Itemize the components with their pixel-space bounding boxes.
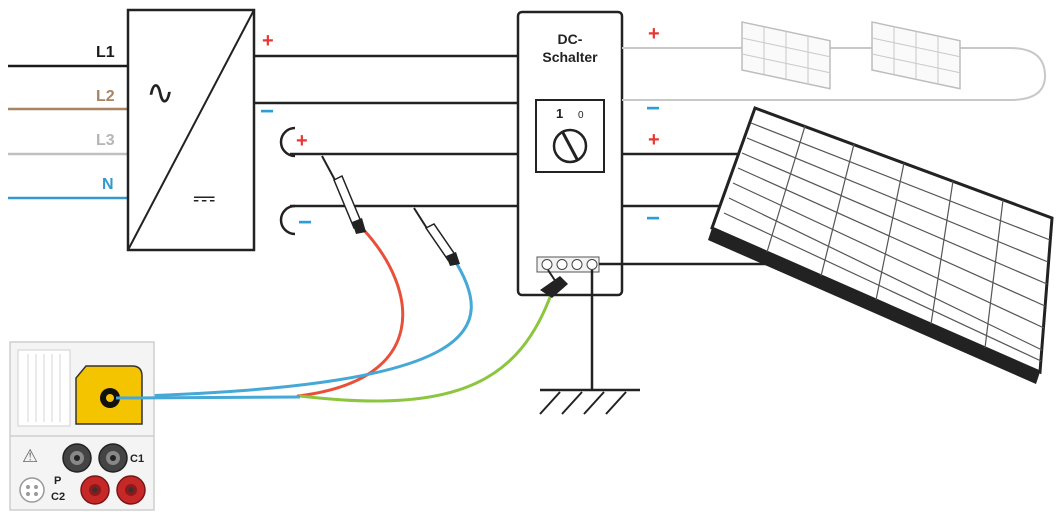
dc-switch-title-1: DC- bbox=[558, 31, 583, 47]
terminal-c1-label: C1 bbox=[130, 453, 144, 465]
terminal-black-1[interactable] bbox=[62, 443, 92, 473]
connector-port-icon bbox=[19, 477, 45, 503]
blue-probe[interactable] bbox=[413, 207, 460, 266]
solar-panel-grid bbox=[723, 122, 1051, 362]
dc-symbol: ⎓ bbox=[193, 181, 215, 214]
test-meter: ⚠ C1 P C2 bbox=[9, 341, 155, 511]
ac-symbol: ∿ bbox=[146, 73, 175, 113]
l3-label: L3 bbox=[96, 132, 115, 149]
inverter-minus: − bbox=[260, 98, 274, 125]
dc-switch: DC- Schalter 1 0 bbox=[516, 10, 624, 297]
l2-label: L2 bbox=[96, 88, 115, 105]
switch-knob-indicator bbox=[560, 130, 580, 162]
warning-icon: ⚠ bbox=[22, 446, 38, 467]
minus-cable-end bbox=[279, 204, 296, 236]
terminal-red-2[interactable] bbox=[116, 475, 146, 505]
switch-position-on: 1 bbox=[556, 106, 563, 121]
mains-lines: L1 L2 L3 N bbox=[8, 44, 128, 200]
meter-lead bbox=[115, 395, 301, 400]
inverter-diagonal bbox=[127, 9, 255, 251]
string1-minus-line bbox=[622, 75, 1046, 101]
blue-lead[interactable] bbox=[136, 254, 473, 398]
faded-panel-2 bbox=[871, 21, 961, 90]
string1-plus-label: + bbox=[648, 23, 660, 45]
inverter: ∿ ⎓ + − bbox=[126, 8, 274, 252]
plus-cable-end bbox=[279, 126, 296, 158]
solar-panel-edge bbox=[708, 228, 1040, 384]
l1-label: L1 bbox=[96, 44, 115, 61]
test-leads bbox=[136, 226, 554, 403]
terminal-p-label: P bbox=[54, 475, 61, 487]
solar-panel-face bbox=[710, 106, 1054, 375]
panel-lines: + − + − bbox=[599, 23, 1046, 266]
dc-lines: + − bbox=[254, 54, 518, 236]
n-label: N bbox=[102, 176, 114, 193]
string2-minus-label: − bbox=[646, 205, 660, 232]
solar-panel bbox=[708, 106, 1054, 384]
red-probe[interactable] bbox=[321, 155, 366, 234]
red-lead[interactable] bbox=[296, 226, 405, 398]
terminal-screws bbox=[541, 259, 598, 270]
probe-minus-label: − bbox=[298, 209, 312, 236]
probe-plus-label: + bbox=[296, 130, 308, 152]
green-lead[interactable] bbox=[298, 290, 554, 403]
string1-minus-label: − bbox=[646, 95, 660, 122]
meter-vent bbox=[17, 349, 71, 427]
terminal-black-2[interactable] bbox=[98, 443, 128, 473]
string2-plus-label: + bbox=[648, 129, 660, 151]
switch-position-off: 0 bbox=[578, 110, 584, 121]
crocodile-clip[interactable] bbox=[540, 269, 568, 298]
faded-panel-1 bbox=[741, 21, 831, 90]
string1-plus-line bbox=[622, 47, 1046, 77]
dc-switch-title-2: Schalter bbox=[542, 49, 598, 65]
terminal-red-1[interactable] bbox=[80, 475, 110, 505]
inverter-plus: + bbox=[262, 30, 274, 52]
ground-symbol bbox=[539, 270, 640, 415]
terminal-c2-label: C2 bbox=[51, 491, 65, 503]
